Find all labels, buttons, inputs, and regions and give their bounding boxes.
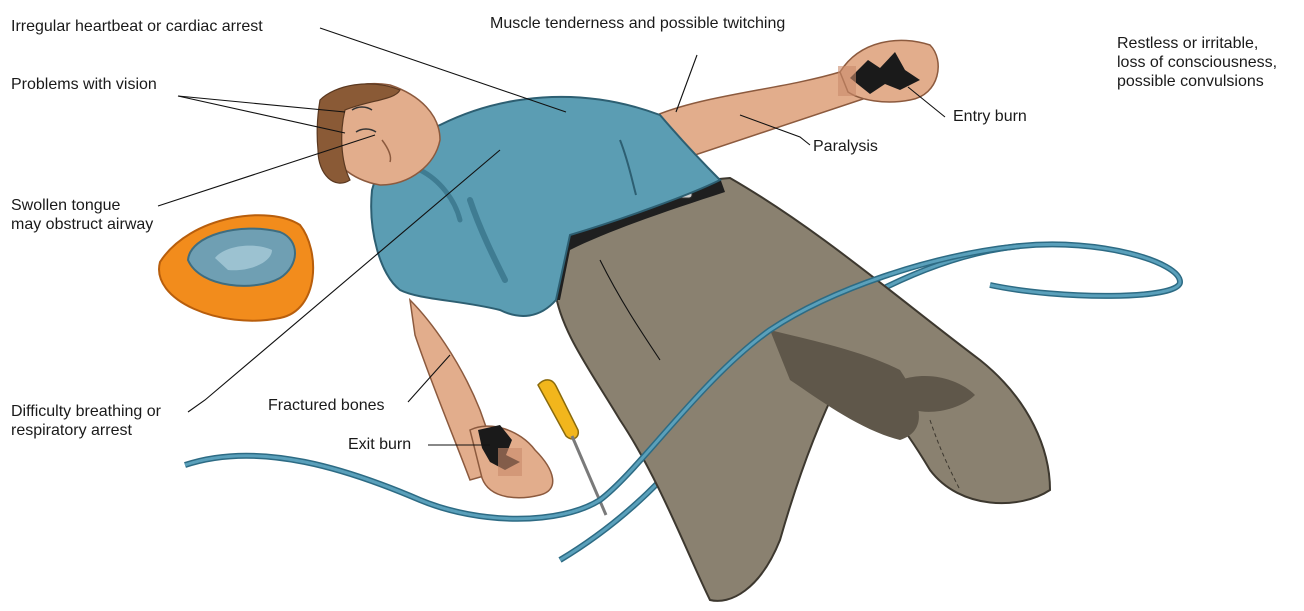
label-muscle-tenderness: Muscle tenderness and possible twitching bbox=[490, 14, 785, 33]
head bbox=[317, 84, 440, 185]
hard-hat bbox=[159, 215, 313, 320]
label-exit-burn: Exit burn bbox=[348, 435, 411, 454]
label-fractured-bones: Fractured bones bbox=[268, 396, 385, 415]
label-swollen-tongue: Swollen tongue may obstruct airway bbox=[11, 196, 153, 234]
label-paralysis: Paralysis bbox=[813, 137, 878, 156]
left-arm bbox=[410, 300, 553, 498]
label-entry-burn: Entry burn bbox=[953, 107, 1027, 126]
label-difficulty-breathing: Difficulty breathing or respiratory arre… bbox=[11, 402, 161, 440]
pants bbox=[555, 178, 1050, 601]
label-irregular-heartbeat: Irregular heartbeat or cardiac arrest bbox=[11, 17, 263, 36]
right-arm bbox=[650, 40, 938, 160]
label-problems-vision: Problems with vision bbox=[11, 75, 157, 94]
label-restless: Restless or irritable, loss of conscious… bbox=[1117, 34, 1277, 91]
screwdriver bbox=[538, 380, 606, 515]
